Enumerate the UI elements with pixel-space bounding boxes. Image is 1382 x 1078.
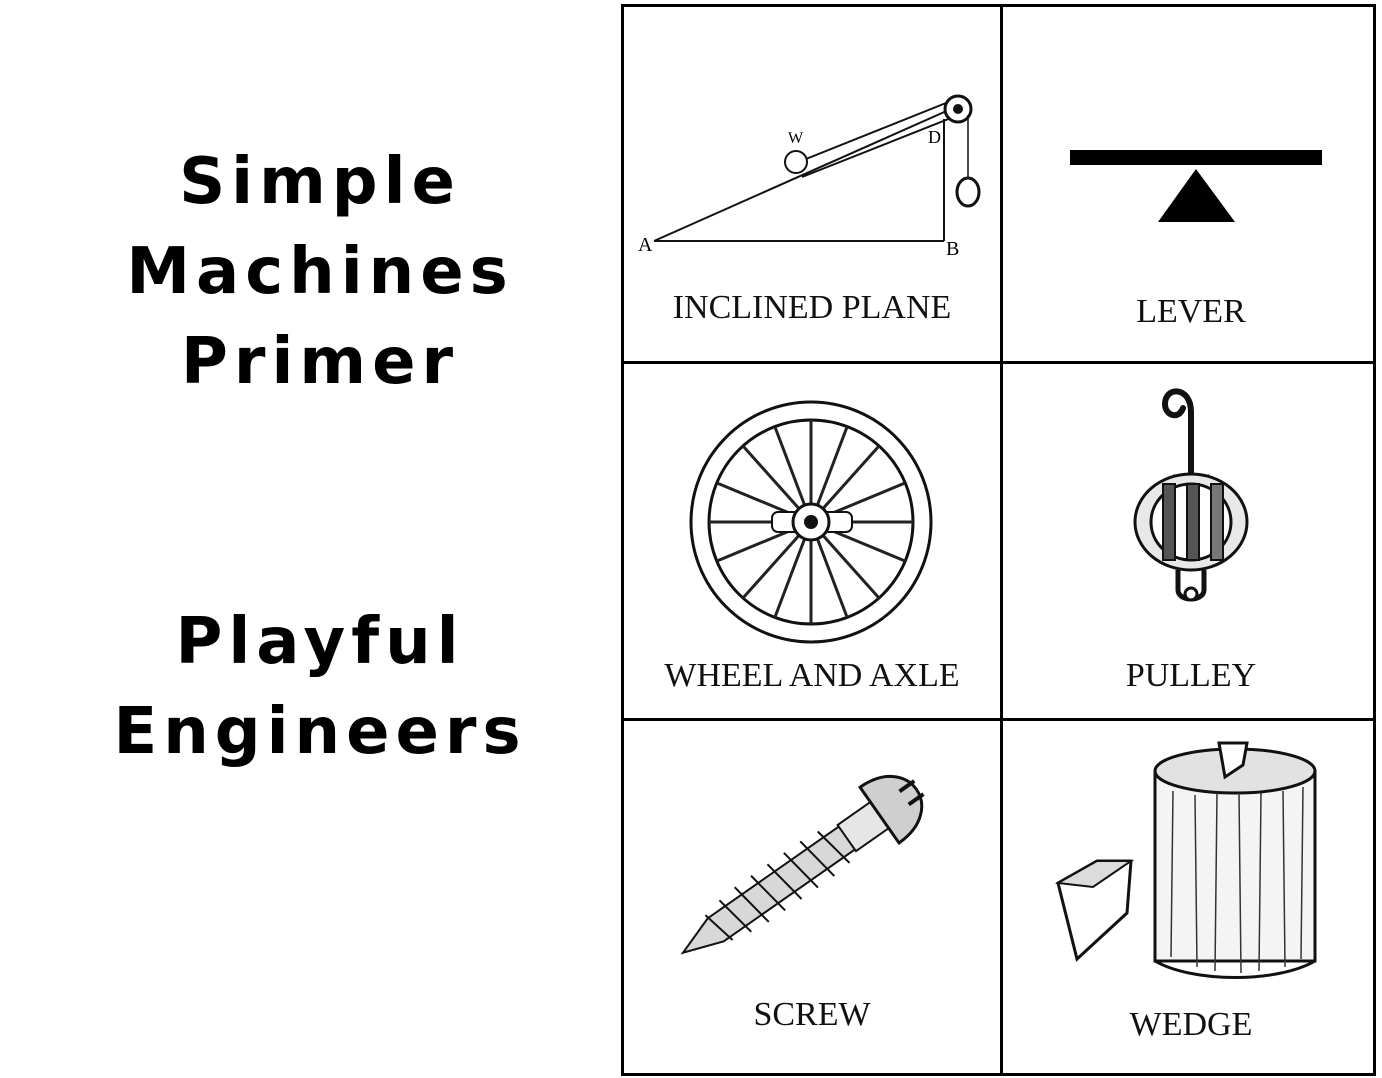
- machine-card-pulley: PULLEY: [1003, 364, 1379, 719]
- inclined-plane-icon: A B D W: [638, 94, 981, 260]
- point-label-d: D: [928, 127, 941, 147]
- title-line: Simple: [179, 145, 461, 219]
- point-label-b: B: [946, 238, 959, 260]
- machine-label: LEVER: [1136, 293, 1246, 330]
- machine-card-lever: LEVER: [1003, 7, 1379, 362]
- lever-icon: [1070, 150, 1322, 222]
- grid-divider: [624, 361, 1373, 364]
- point-label-a: A: [638, 234, 653, 256]
- screw-icon: [680, 774, 925, 955]
- machine-label: INCLINED PLANE: [672, 289, 952, 326]
- wheel-and-axle-icon: [689, 400, 933, 644]
- subtitle: Playful Engineers: [70, 597, 570, 777]
- subtitle-line: Engineers: [113, 695, 527, 769]
- machine-label: WHEEL AND AXLE: [664, 657, 960, 694]
- machine-card-wheel-and-axle: WHEEL AND AXLE: [624, 364, 1000, 719]
- pulley-icon: [1133, 388, 1249, 602]
- grid-divider: [1000, 7, 1003, 1073]
- machines-grid: A B D W INCLINED PLANE LEVER: [621, 4, 1376, 1076]
- machine-card-inclined-plane: A B D W INCLINED PLANE: [624, 7, 1000, 362]
- title-line: Machines: [126, 235, 514, 309]
- page-title: Simple Machines Primer: [70, 137, 570, 407]
- title-line: Primer: [180, 325, 460, 399]
- subtitle-line: Playful: [175, 605, 465, 679]
- point-label-w: W: [788, 130, 804, 147]
- machine-card-screw: SCREW: [624, 721, 1000, 1076]
- machine-label: WEDGE: [1129, 1006, 1253, 1043]
- machine-label: SCREW: [753, 996, 871, 1033]
- grid-divider: [624, 718, 1373, 721]
- machine-label: PULLEY: [1125, 657, 1257, 694]
- machine-card-wedge: WEDGE: [1003, 721, 1379, 1076]
- wedge-icon: [1054, 741, 1317, 979]
